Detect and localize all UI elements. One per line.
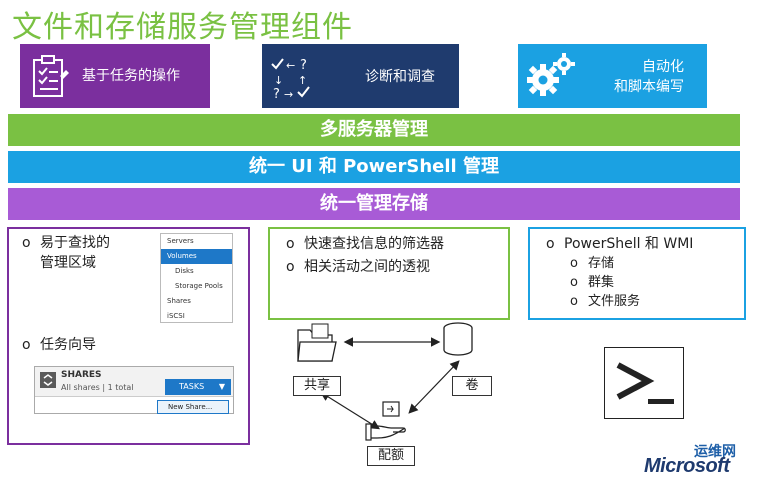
- powershell-prompt-icon: [616, 362, 674, 404]
- sub-marker: o: [570, 294, 578, 309]
- nav-item-volumes[interactable]: Volumes: [161, 249, 232, 264]
- clipboard-checklist-icon: [33, 55, 69, 97]
- quota-hand-icon: [365, 401, 406, 441]
- bullet-perspective-label: 相关活动之间的透视: [304, 259, 430, 275]
- band-unified-storage: 统一管理存储: [8, 188, 740, 220]
- shares-screenshot: SHARES All shares | 1 total TASKS ▼ New …: [34, 366, 234, 414]
- share-label: 共享: [293, 376, 341, 396]
- chevron-down-icon: ▼: [218, 382, 225, 391]
- bullet-marker: o: [22, 235, 31, 251]
- tasks-dropdown-button[interactable]: TASKS ▼: [165, 379, 231, 395]
- server-manager-nav: Servers Volumes Disks Storage Pools Shar…: [160, 233, 233, 323]
- microsoft-logo: Microsoft: [644, 455, 730, 477]
- watermark-site: 运维网: [694, 444, 736, 460]
- svg-text:?: ?: [273, 87, 280, 100]
- sub-storage-label: 存储: [588, 256, 615, 271]
- shares-tile-icon: [40, 372, 56, 388]
- sub-file-services: o 文件服务: [570, 293, 640, 311]
- bullet-easy-find-line1: 易于查找的: [40, 235, 110, 251]
- svg-text:?: ?: [300, 58, 307, 73]
- bullet-marker: o: [286, 259, 295, 275]
- panel-filters: [268, 227, 510, 320]
- svg-text:←: ←: [286, 59, 295, 72]
- sub-file-services-label: 文件服务: [588, 294, 641, 309]
- bullet-filters: o 快速查找信息的筛选器: [286, 234, 444, 254]
- sub-marker: o: [570, 256, 578, 271]
- svg-text:→: →: [284, 88, 293, 100]
- nav-item-disks[interactable]: Disks: [175, 267, 194, 275]
- nav-item-servers[interactable]: Servers: [167, 237, 194, 245]
- quota-label: 配额: [367, 446, 415, 466]
- sub-cluster-label: 群集: [588, 275, 615, 290]
- bullet-marker: o: [546, 236, 555, 252]
- tile-automation-label-2: 和脚本编写: [614, 79, 684, 95]
- panel-powershell: [528, 227, 746, 320]
- bullet-perspective: o 相关活动之间的透视: [286, 257, 430, 277]
- band-multi-server: 多服务器管理: [8, 114, 740, 146]
- bullet-easy-find: o 易于查找的: [22, 233, 110, 253]
- bullet-easy-find-cont: 管理区域: [40, 253, 96, 273]
- tile-diagnostics: ← ? ↓ ↑ ? → 诊断和调查: [262, 44, 459, 108]
- shares-subtitle: All shares | 1 total: [61, 383, 134, 392]
- sub-cluster: o 群集: [570, 274, 614, 292]
- band-unified-ui: 统一 UI 和 PowerShell 管理: [8, 151, 740, 183]
- tile-task-operations: 基于任务的操作: [20, 44, 210, 108]
- tile-automation-label-1: 自动化: [642, 59, 684, 75]
- sub-marker: o: [570, 275, 578, 290]
- new-share-menu-item[interactable]: New Share...: [157, 400, 229, 414]
- nav-item-storage-pools[interactable]: Storage Pools: [175, 282, 223, 290]
- bullet-marker: o: [22, 337, 31, 353]
- nav-item-shares[interactable]: Shares: [167, 297, 191, 305]
- gears-icon: [527, 53, 575, 96]
- tile-automation: 自动化 和脚本编写: [518, 44, 707, 108]
- page-title: 文件和存储服务管理组件: [12, 10, 353, 45]
- bullet-powershell-wmi: o PowerShell 和 WMI: [546, 234, 693, 254]
- bullet-powershell-wmi-label: PowerShell 和 WMI: [564, 236, 694, 252]
- arrow-volume-quota: [408, 360, 460, 414]
- bullet-task-wizard: o 任务向导: [22, 335, 96, 355]
- bullet-task-wizard-label: 任务向导: [40, 337, 96, 353]
- bullet-marker: o: [286, 236, 295, 252]
- volume-label: 卷: [452, 376, 492, 396]
- svg-text:↓: ↓: [274, 74, 283, 87]
- shares-title: SHARES: [61, 370, 102, 380]
- tile-task-operations-label: 基于任务的操作: [82, 68, 180, 84]
- nav-item-iscsi[interactable]: iSCSI: [167, 312, 185, 320]
- bullet-easy-find-line2: 管理区域: [40, 255, 96, 271]
- powershell-icon-box: [604, 347, 684, 419]
- folder-icon: [297, 323, 337, 362]
- bullet-filters-label: 快速查找信息的筛选器: [304, 236, 444, 252]
- sub-storage: o 存储: [570, 255, 614, 273]
- tasks-label: TASKS: [179, 382, 205, 391]
- database-cylinder-icon: [443, 322, 473, 356]
- tile-diagnostics-label: 诊断和调查: [365, 69, 435, 85]
- shares-header: SHARES All shares | 1 total TASKS ▼: [35, 367, 233, 397]
- svg-text:↑: ↑: [298, 74, 307, 87]
- arrow-share-quota: [319, 391, 381, 430]
- check-question-icon: ← ? ↓ ↑ ? →: [271, 58, 310, 100]
